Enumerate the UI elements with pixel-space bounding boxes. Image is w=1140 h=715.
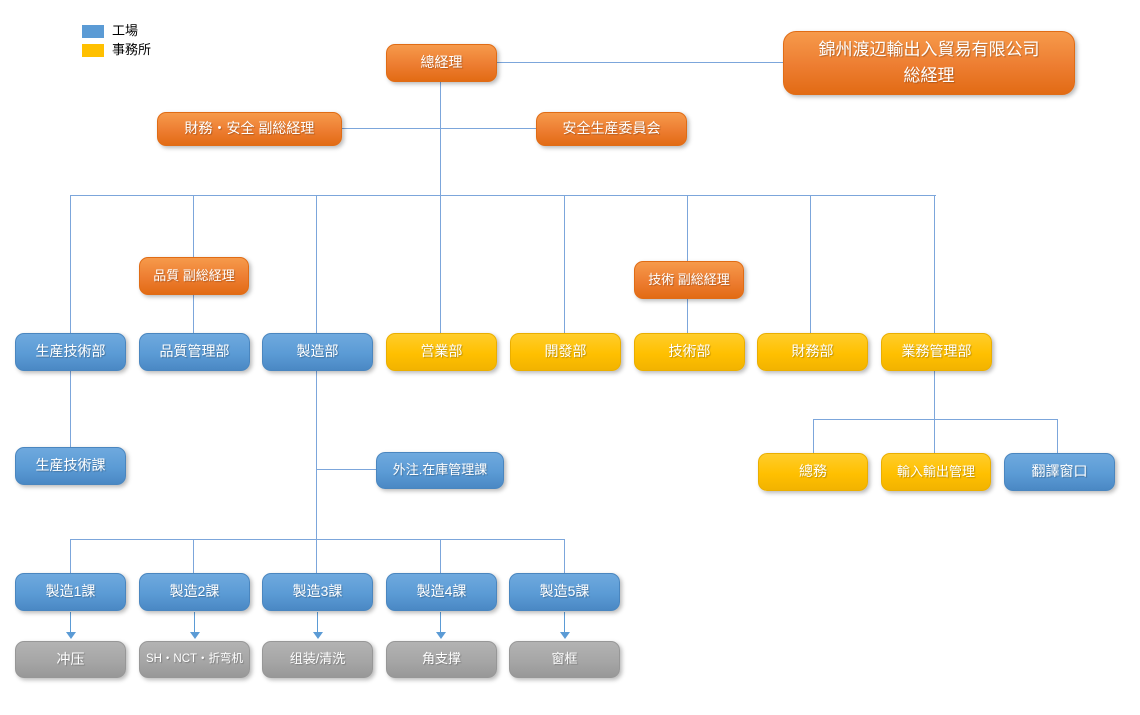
- legend-label-office: 事務所: [112, 42, 152, 57]
- node-vp-quality: 品質 副総経理: [139, 257, 249, 295]
- node-development-dept: 開發部: [510, 333, 621, 371]
- node-vp-finance-safety: 財務・安全 副総経理: [157, 112, 342, 146]
- connector-line: [810, 196, 811, 333]
- node-finance-dept: 財務部: [757, 333, 868, 371]
- connector-line: [70, 371, 71, 447]
- legend-label-factory: 工場: [112, 23, 139, 38]
- node-manufacturing-dept: 製造部: [262, 333, 373, 371]
- connector-line: [70, 196, 71, 333]
- legend-item-office: 事務所: [82, 41, 151, 59]
- connector-line: [193, 540, 194, 573]
- node-mfg-section-4: 製造4課: [386, 573, 497, 611]
- arrow-line: [70, 612, 71, 632]
- node-outsourcing-inventory: 外注.在庫管理課: [376, 452, 504, 489]
- connector-line: [342, 128, 536, 129]
- node-process-stamping: 冲压: [15, 641, 126, 678]
- arrow-down-icon: [66, 632, 76, 639]
- node-mfg-section-3: 製造3課: [262, 573, 373, 611]
- connector-line: [813, 419, 1058, 420]
- connector-line: [70, 195, 936, 196]
- node-process-corner: 角支撑: [386, 641, 497, 678]
- connector-line: [440, 82, 441, 196]
- connector-line: [316, 469, 376, 470]
- node-production-tech-dept: 生産技術部: [15, 333, 126, 371]
- node-label-line: 錦州渡辺輸出入貿易有限公司: [818, 39, 1040, 59]
- node-process-assembly: 组装/清洗: [262, 641, 373, 678]
- node-ceo: 總経理: [386, 44, 497, 82]
- legend-swatch-office: [82, 43, 104, 57]
- connector-line: [934, 196, 935, 333]
- connector-line: [440, 540, 441, 573]
- node-safety-committee: 安全生産委員会: [536, 112, 687, 146]
- connector-line: [316, 196, 317, 333]
- connector-line: [564, 540, 565, 573]
- node-process-sh-nct-bend: SH・NCT・折弯机: [139, 641, 250, 678]
- legend-item-factory: 工場: [82, 22, 151, 40]
- arrow-line: [440, 612, 441, 632]
- connector-line: [564, 196, 565, 333]
- connector-line: [70, 540, 71, 573]
- connector-line: [934, 371, 935, 453]
- node-vp-tech: 技術 副総経理: [634, 261, 744, 299]
- node-sales-dept: 営業部: [386, 333, 497, 371]
- connector-line: [440, 196, 441, 333]
- arrow-down-icon: [313, 632, 323, 639]
- connector-line: [1057, 420, 1058, 453]
- node-import-export: 輸入輸出管理: [881, 453, 991, 491]
- arrow-line: [317, 612, 318, 632]
- legend-swatch-factory: [82, 24, 104, 38]
- node-parent-company-ceo: 錦州渡辺輸出入貿易有限公司総経理: [783, 31, 1075, 95]
- connector-line: [70, 539, 565, 540]
- arrow-down-icon: [190, 632, 200, 639]
- node-mfg-section-1: 製造1課: [15, 573, 126, 611]
- arrow-line: [564, 612, 565, 632]
- connector-line: [813, 420, 814, 453]
- node-production-tech-section: 生産技術課: [15, 447, 126, 485]
- node-translation: 翻譯窗口: [1004, 453, 1115, 491]
- arrow-down-icon: [560, 632, 570, 639]
- arrow-down-icon: [436, 632, 446, 639]
- connector-line: [497, 62, 783, 63]
- node-mfg-section-5: 製造5課: [509, 573, 620, 611]
- node-label-line: 総経理: [903, 66, 955, 85]
- node-general-affairs: 總務: [758, 453, 868, 491]
- arrow-line: [194, 612, 195, 632]
- legend: 工場 事務所: [82, 22, 151, 60]
- node-mfg-section-2: 製造2課: [139, 573, 250, 611]
- connector-line: [316, 371, 317, 540]
- node-process-frame: 窗框: [509, 641, 620, 678]
- node-quality-control-dept: 品質管理部: [139, 333, 250, 371]
- connector-line: [316, 540, 317, 573]
- node-business-admin-dept: 業務管理部: [881, 333, 992, 371]
- node-technology-dept: 技術部: [634, 333, 745, 371]
